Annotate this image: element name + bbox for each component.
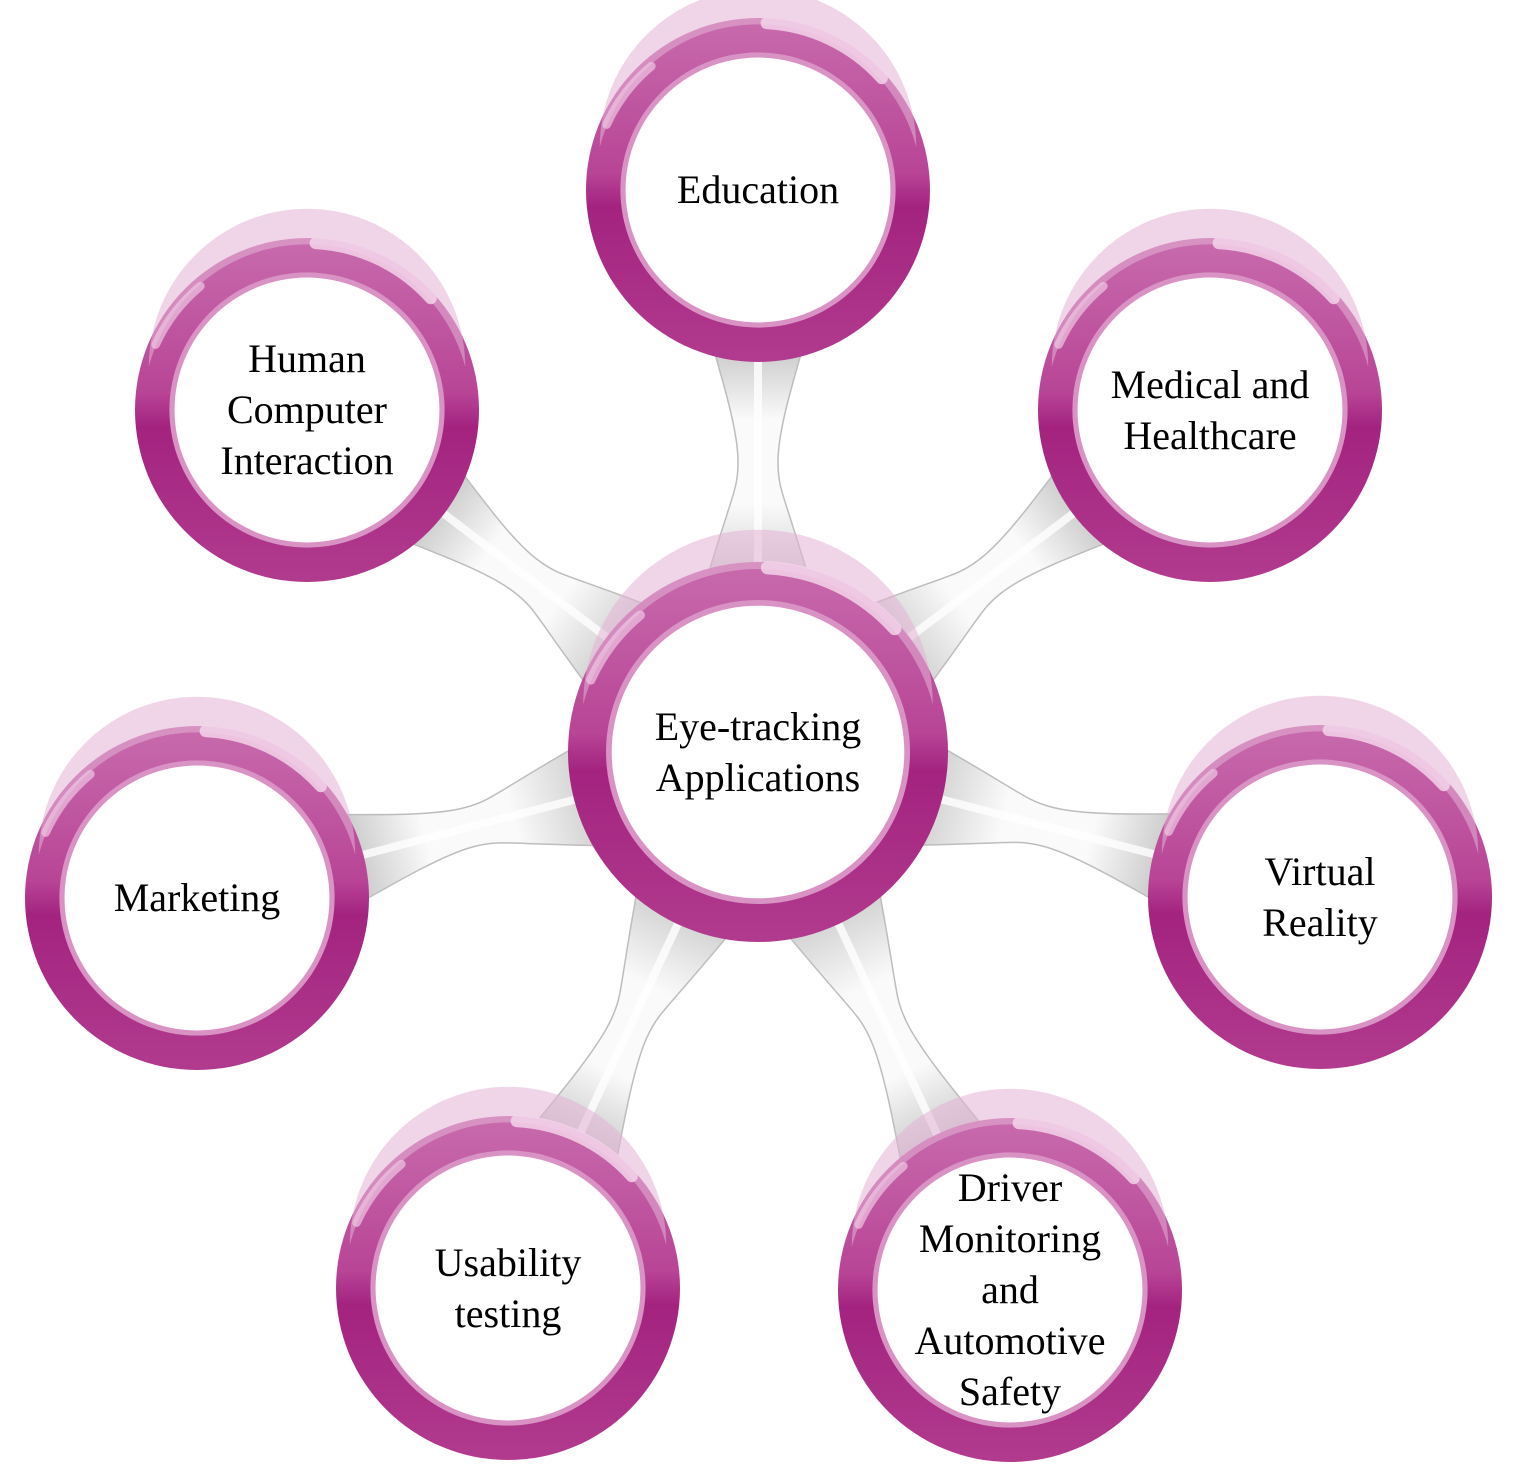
- ring-face: [625, 57, 891, 323]
- connector-highlight: [320, 785, 617, 869]
- ring-gloss-left: [41, 769, 95, 837]
- ring-gloss: [1012, 1117, 1140, 1185]
- ring-face: [174, 277, 440, 543]
- connector-highlight: [899, 785, 1197, 869]
- ring-sheen: [851, 1088, 1169, 1247]
- ring-gloss-left: [854, 1161, 908, 1229]
- usability-testing-node-ring: [336, 1086, 680, 1460]
- ring-gloss: [199, 725, 327, 793]
- ring-gloss-left: [1054, 281, 1108, 349]
- node-rings: [25, 0, 1492, 1462]
- virtual-reality-node-ring: [1148, 695, 1492, 1069]
- human-computer-interaction-node-ring: [135, 208, 479, 582]
- ring-gloss: [1212, 237, 1340, 305]
- ring-sheen: [148, 208, 466, 367]
- ring-sheen: [1051, 208, 1369, 367]
- ring-gloss-left: [602, 61, 656, 129]
- ring-face: [877, 1157, 1143, 1423]
- ring-sheen: [583, 529, 933, 705]
- ring-gloss-left: [151, 281, 205, 349]
- ring-gloss: [1322, 724, 1450, 792]
- ring-gloss-left: [1164, 768, 1218, 836]
- ring-gloss: [760, 561, 902, 636]
- center-node-ring: [568, 529, 948, 942]
- ring-gloss: [760, 17, 888, 85]
- ring-gloss: [309, 237, 437, 305]
- ring-sheen: [1161, 695, 1479, 854]
- ring-sheen: [38, 696, 356, 855]
- ring-gloss-left: [586, 610, 645, 685]
- ring-gloss: [510, 1115, 638, 1183]
- ring-gloss-left: [352, 1159, 406, 1227]
- driver-monitoring-node-ring: [838, 1088, 1182, 1462]
- education-node-ring: [586, 0, 930, 362]
- ring-face: [1077, 277, 1343, 543]
- marketing-node-ring: [25, 696, 369, 1070]
- ring-face: [64, 765, 330, 1031]
- medical-and-healthcare-node-ring: [1038, 208, 1382, 582]
- ring-face: [375, 1155, 641, 1421]
- ring-face: [1187, 764, 1453, 1030]
- ring-sheen: [349, 1086, 667, 1245]
- ring-face: [611, 605, 905, 899]
